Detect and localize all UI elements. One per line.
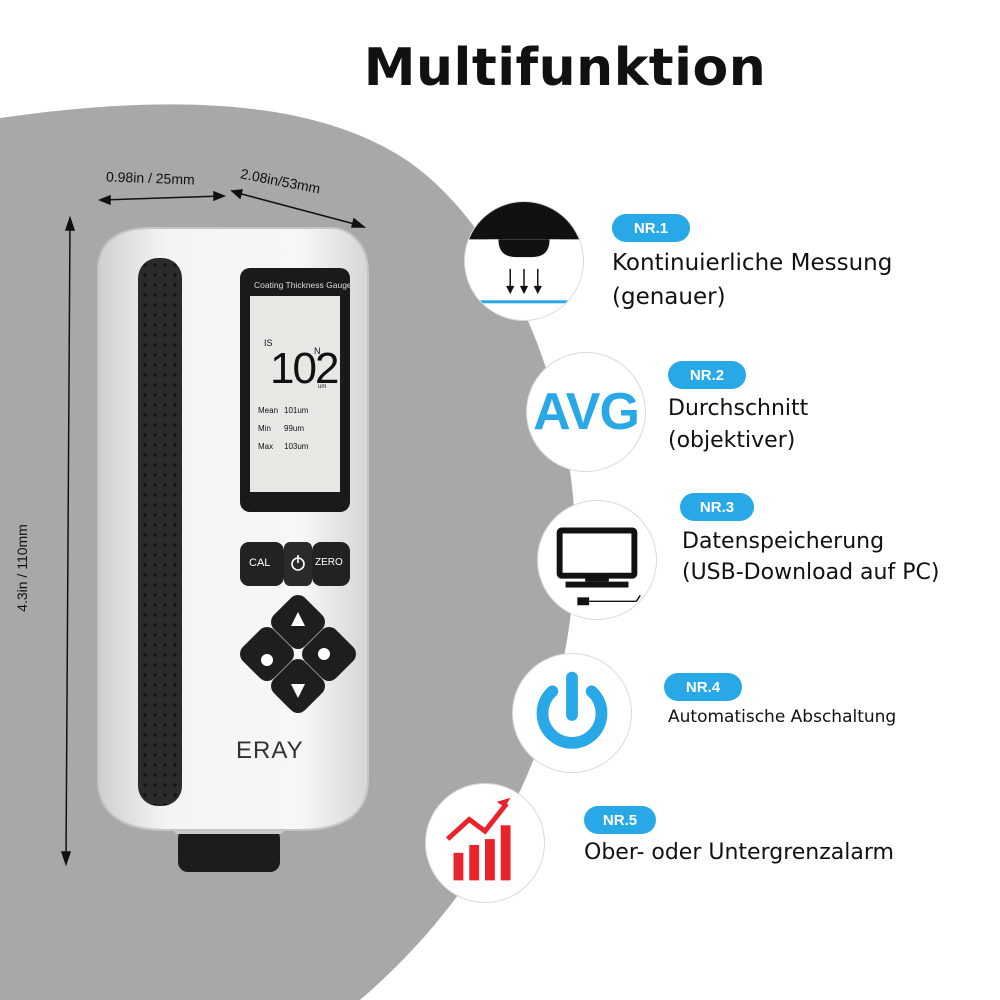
badge-nr1: NR.1	[612, 214, 690, 242]
page-title: Multifunktion	[363, 38, 767, 98]
badge-nr4: NR.4	[664, 673, 742, 701]
reading-value: 102	[270, 344, 339, 393]
stat-mean-value: 101um	[284, 406, 309, 415]
stat-max-label: Max	[258, 442, 274, 451]
alarm-chart-icon	[425, 783, 545, 903]
zero-button[interactable]: ZERO	[315, 557, 343, 568]
feature-5-line1: Ober- oder Untergrenzalarm	[584, 840, 894, 865]
feature-1-line1: Kontinuierliche Messung	[612, 250, 893, 276]
mode-left-label: IS	[264, 338, 273, 348]
feature-2-line1: Durchschnitt	[668, 396, 809, 421]
feature-1-line2: (genauer)	[612, 284, 726, 310]
mode-right-label: N	[314, 346, 321, 356]
stat-min-value: 99um	[284, 424, 305, 433]
stat-mean-label: Mean	[258, 406, 279, 415]
feature-2-line2: (objektiver)	[668, 428, 796, 453]
probe	[178, 828, 280, 872]
stat-min-label: Min	[258, 424, 271, 433]
power-icon	[512, 653, 632, 773]
badge-nr2: NR.2	[668, 361, 746, 389]
screen-header: Coating Thickness Gauge	[254, 280, 352, 290]
avg-icon-text: AVG	[533, 383, 640, 441]
monitor-usb-icon	[537, 500, 657, 620]
reading-unit: um	[318, 384, 327, 390]
avg-icon: AVG	[526, 352, 646, 472]
feature-3-line2: (USB-Download auf PC)	[682, 560, 940, 585]
badge-nr5: NR.5	[584, 806, 656, 834]
continuous-measurement-icon	[464, 201, 584, 321]
feature-4-line1: Automatische Abschaltung	[668, 707, 897, 727]
cal-button[interactable]: CAL	[249, 557, 271, 569]
brand-logo: ERAY	[236, 737, 304, 764]
badge-nr3: NR.3	[680, 493, 754, 521]
stat-max-value: 103um	[284, 442, 309, 451]
feature-3-line1: Datenspeicherung	[682, 529, 885, 554]
